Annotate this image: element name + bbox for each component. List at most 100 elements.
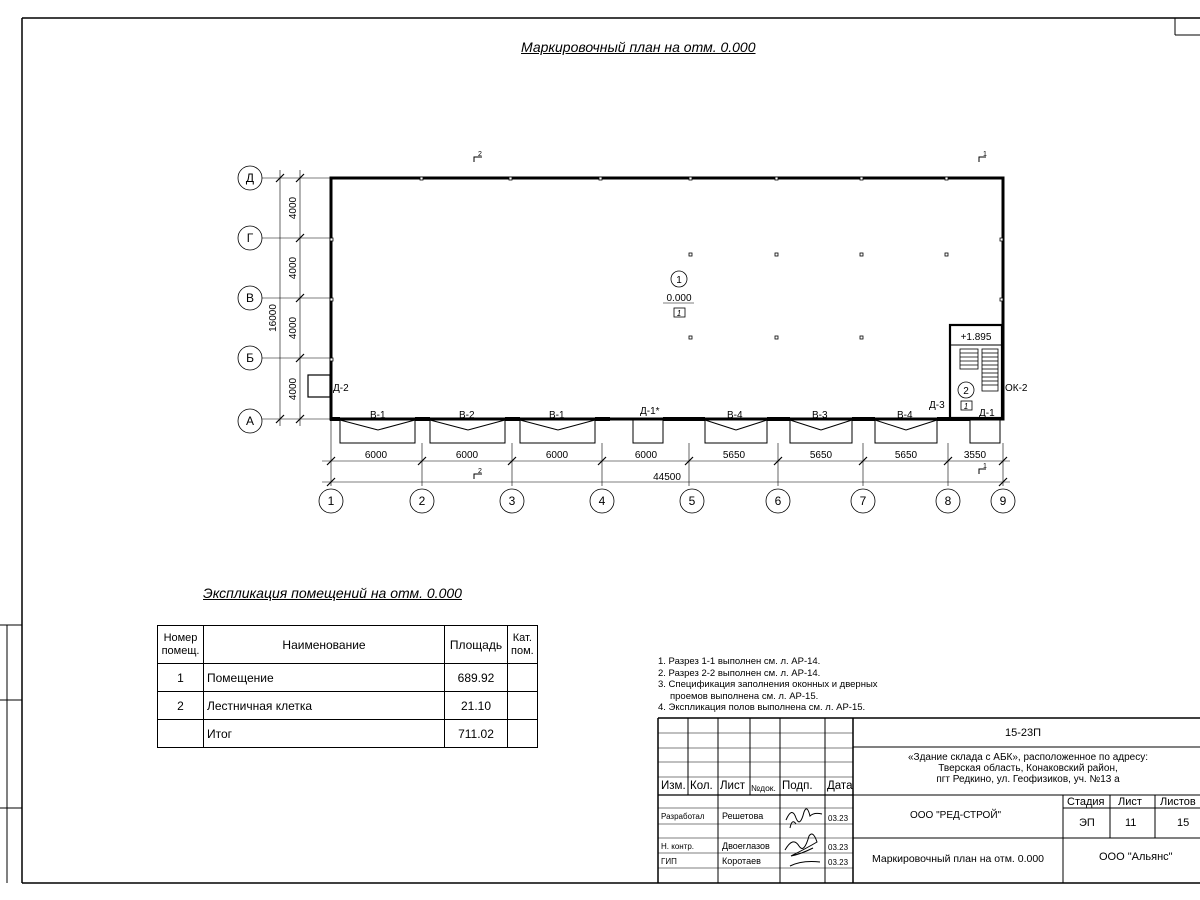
dim-label: 6000: [456, 450, 479, 461]
room-area-cell: 711.02: [444, 719, 508, 748]
window-label: ОК-2: [1005, 383, 1028, 394]
dim-label: 5650: [723, 450, 746, 461]
col-podp: Подп.: [782, 780, 813, 792]
listov-label: Листов: [1160, 796, 1196, 808]
gate-label: В-4: [727, 410, 743, 421]
note-line: 1. Разрез 1-1 выполнен см. л. АР-14.: [658, 656, 821, 667]
axis-label: Д: [246, 171, 254, 185]
door-label: Д-3: [929, 400, 945, 411]
door-label: Д-1: [979, 408, 995, 419]
table-row: Итог 711.02: [157, 719, 538, 748]
dim-total-label: 16000: [268, 304, 279, 332]
floor-type: 1: [677, 309, 681, 318]
axis-label: А: [246, 414, 254, 428]
axis-label: Б: [246, 351, 254, 365]
room-number: 1: [676, 275, 682, 286]
explication-title: Экспликация помещений на отм. 0.000: [203, 585, 462, 601]
dim-label: 6000: [546, 450, 569, 461]
room-cat-cell: [507, 691, 538, 720]
axis-label: 7: [860, 494, 867, 508]
notes: 1. Разрез 1-1 выполнен см. л. АР-14. 2. …: [658, 656, 878, 714]
organization-name: ООО "Альянс": [1099, 851, 1173, 863]
axis-label: 9: [1000, 494, 1007, 508]
axis-label: 2: [419, 494, 426, 508]
room-1-bubble: [670, 270, 688, 288]
room-name-cell: Итог: [203, 719, 445, 748]
company-name: ООО "РЕД-СТРОЙ": [910, 810, 1002, 821]
room-area-cell: 21.10: [444, 691, 508, 720]
sheet-title: Маркировочный план на отм. 0.000: [872, 853, 1045, 865]
explication-table: Номер помещ. Наименование Площадь Кат. п…: [157, 625, 538, 748]
gate-openings: [339, 419, 1001, 444]
dim-total-label: 44500: [653, 472, 681, 483]
table-row: 2 Лестничная клетка 21.10: [157, 691, 538, 720]
note-line: 4. Экспликация полов выполнена см. л. АР…: [658, 702, 866, 713]
list-label: Лист: [1118, 796, 1142, 808]
dim-label: 6000: [365, 450, 388, 461]
wall-posts: [330, 417, 970, 421]
columns: [329, 176, 1004, 362]
dim-label: 5650: [810, 450, 833, 461]
col-list: Лист: [720, 780, 745, 792]
section-label: 1: [983, 463, 987, 470]
axis-label: В: [246, 291, 254, 305]
floor-type: 1: [964, 402, 968, 411]
room-cat-cell: [507, 719, 538, 748]
sign-date: 03.23: [828, 843, 849, 852]
room-name-cell: Помещение: [203, 663, 445, 692]
section-label: 2: [478, 468, 482, 475]
dim-label: 4000: [288, 316, 299, 339]
dim-label: 4000: [288, 256, 299, 279]
gate-label: В-4: [897, 410, 913, 421]
header-num: Номер помещ.: [157, 625, 204, 664]
title-block-lines: [657, 717, 1200, 883]
plan-title: Маркировочный план на отм. 0.000: [521, 39, 756, 55]
role-label: ГИП: [661, 857, 677, 866]
note-line: 2. Разрез 2-2 выполнен см. л. АР-14.: [658, 667, 821, 679]
dim-label: 3550: [964, 450, 987, 461]
room-2-bubble: [957, 381, 975, 399]
axis-label: 5: [689, 494, 696, 508]
role-label: Разработал: [661, 812, 705, 821]
dim-label: 5650: [895, 450, 918, 461]
axis-label: 6: [775, 494, 782, 508]
stair-flights: [959, 348, 999, 392]
stadiya-value: ЭП: [1079, 817, 1095, 829]
axis-ticks-letters: [275, 173, 305, 424]
header-name: Наименование: [203, 625, 445, 664]
col-data: Дата: [827, 780, 853, 792]
room-area-cell: 689.92: [444, 663, 508, 692]
list-value: 11: [1125, 817, 1137, 829]
signer-name: Решетова: [722, 811, 764, 821]
section-label: 1: [983, 151, 987, 158]
note-line: 3. Спецификация заполнения оконных и две…: [658, 679, 878, 690]
listov-value: 15: [1177, 817, 1190, 829]
header-cat: Кат. пом.: [507, 625, 538, 664]
axis-label: 3: [509, 494, 516, 508]
col-ndok: №док.: [751, 783, 776, 793]
gate-label: В-1: [370, 410, 386, 421]
table-row: 1 Помещение 689.92: [157, 663, 538, 692]
axis-label: 8: [945, 494, 952, 508]
room-level: 0.000: [666, 293, 691, 304]
level-mark: +1.895: [961, 332, 992, 343]
room-name-cell: Лестничная клетка: [203, 691, 445, 720]
axis-ticks-numbers: [326, 456, 1008, 487]
object-description: «Здание склада с АБК», расположенное по …: [856, 752, 1200, 785]
axis-label: 4: [599, 494, 606, 508]
axis-bubbles: [237, 165, 1016, 514]
section-label: 2: [478, 151, 482, 158]
signatures: [784, 808, 823, 867]
signer-name: Двоеглазов: [722, 841, 770, 851]
sign-date: 03.23: [828, 858, 849, 867]
gate-label: В-3: [812, 410, 828, 421]
note-line: проемов выполнена см. л. АР-15.: [670, 690, 819, 702]
col-izm: Изм.: [661, 780, 686, 792]
door-label: Д-2: [333, 383, 349, 394]
dim-label: 4000: [288, 377, 299, 400]
room-num-cell: 2: [157, 691, 204, 720]
building-walls: [307, 176, 1005, 421]
object-line: пгт Редкино, ул. Геофизиков, уч. №13 а: [936, 774, 1120, 785]
axis-label: Г: [247, 231, 254, 245]
